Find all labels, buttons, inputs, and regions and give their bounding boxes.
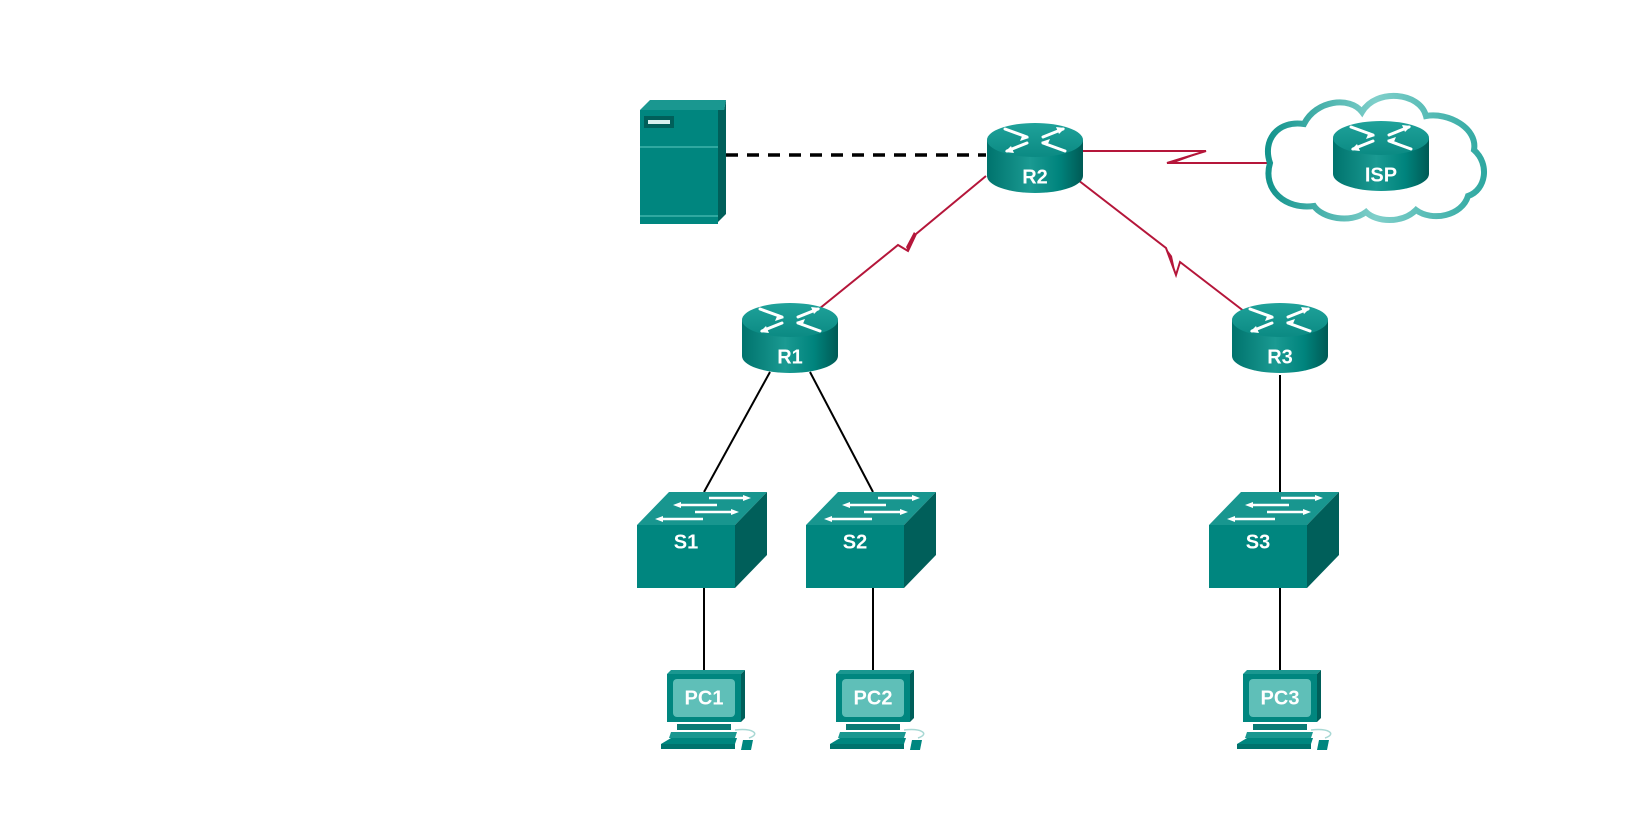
serial-bolt-r2-r1 bbox=[906, 232, 916, 251]
device-label: S2 bbox=[843, 531, 867, 553]
router-isp[interactable]: ISP bbox=[1331, 119, 1431, 193]
router-r2[interactable]: R2 bbox=[985, 121, 1085, 195]
switch-s2[interactable]: S2 bbox=[804, 490, 938, 590]
link-r1-s1 bbox=[703, 371, 771, 493]
serial-bolt-r2-r3 bbox=[1166, 248, 1176, 275]
device-label: PC2 bbox=[854, 687, 893, 709]
server[interactable] bbox=[640, 100, 726, 224]
link-r2-r1 bbox=[813, 175, 987, 314]
device-label: PC3 bbox=[1261, 687, 1300, 709]
pc-pc2[interactable]: PC2 bbox=[829, 669, 925, 751]
router-r1[interactable]: R1 bbox=[740, 301, 840, 375]
switch-icon bbox=[1207, 490, 1341, 590]
device-label: S3 bbox=[1246, 531, 1270, 553]
switch-icon bbox=[635, 490, 769, 590]
router-r3[interactable]: R3 bbox=[1230, 301, 1330, 375]
device-label: PC1 bbox=[685, 687, 724, 709]
switch-icon bbox=[804, 490, 938, 590]
device-label: S1 bbox=[674, 531, 698, 553]
pc-icon bbox=[660, 669, 756, 751]
device-label: ISP bbox=[1365, 164, 1397, 186]
pc-icon bbox=[829, 669, 925, 751]
link-r1-s2 bbox=[809, 371, 874, 493]
device-label: R3 bbox=[1267, 346, 1293, 368]
links bbox=[703, 150, 1281, 670]
link-r2-r3 bbox=[1077, 179, 1246, 313]
pc-pc1[interactable]: PC1 bbox=[660, 669, 756, 751]
pc-icon bbox=[1236, 669, 1332, 751]
pc-pc3[interactable]: PC3 bbox=[1236, 669, 1332, 751]
device-label: R1 bbox=[777, 346, 803, 368]
device-label: R2 bbox=[1022, 166, 1048, 188]
switch-s3[interactable]: S3 bbox=[1207, 490, 1341, 590]
serial-bolt-r2-isp bbox=[1167, 151, 1206, 163]
switch-s1[interactable]: S1 bbox=[635, 490, 769, 590]
server-icon bbox=[640, 100, 726, 224]
